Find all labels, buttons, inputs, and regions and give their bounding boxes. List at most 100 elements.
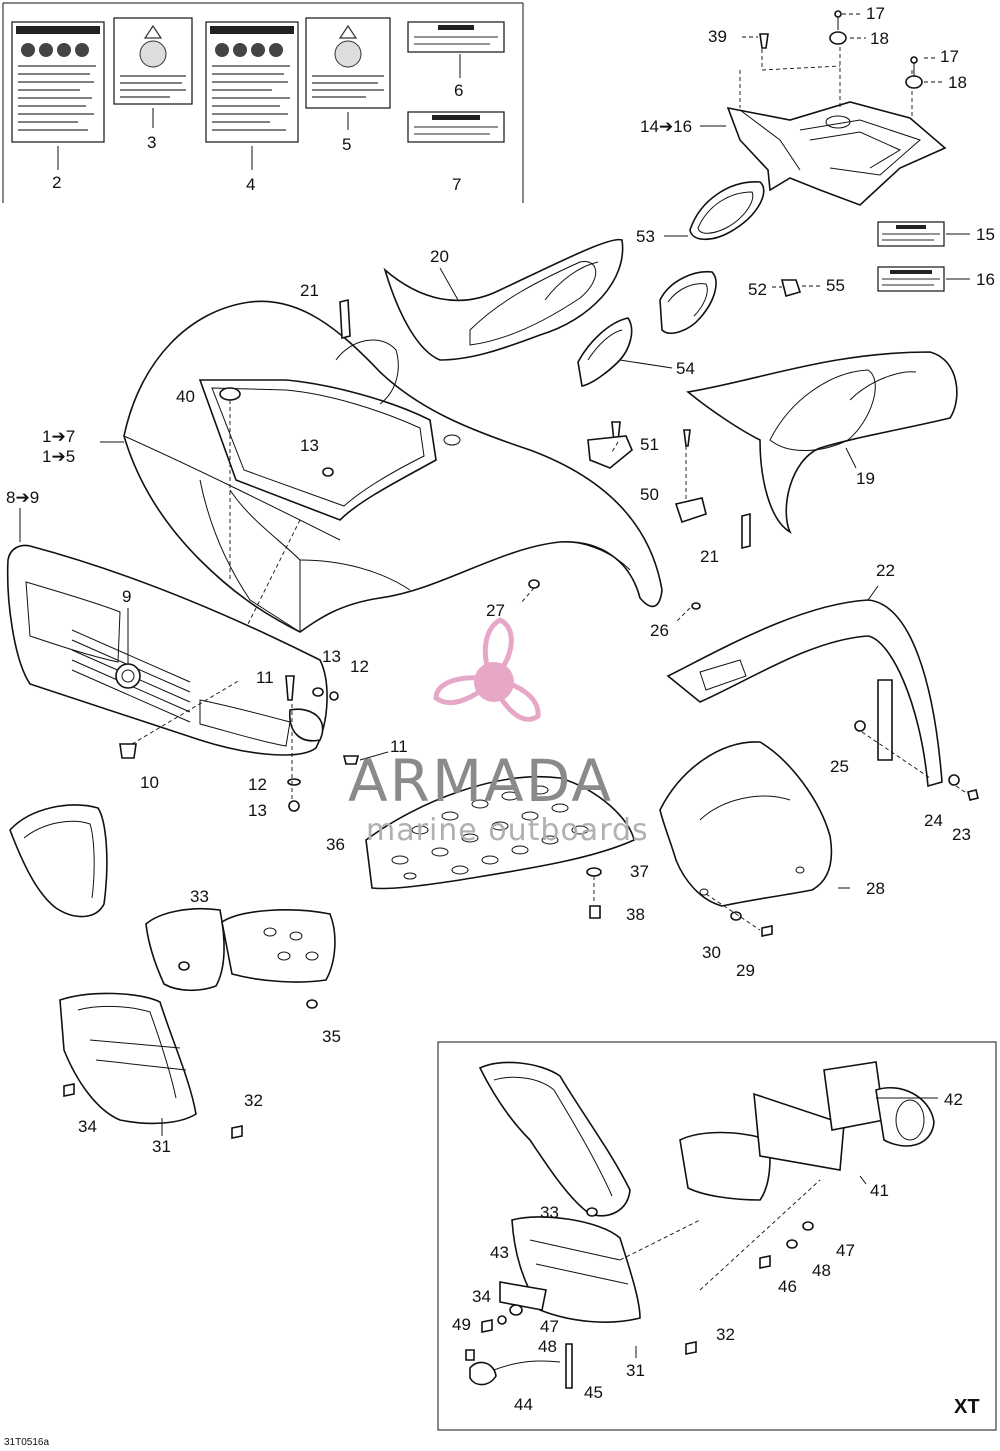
callout-19: 19 [856,469,875,488]
callout-12a: 12 [350,657,369,676]
bracket-54 [577,317,673,387]
callout-38: 38 [626,905,645,924]
callout-17a: 17 [866,4,885,23]
diagram-code-label: 31T0516a [4,1437,50,1448]
callout-34b: 34 [472,1287,491,1306]
callout-7: 7 [452,175,462,194]
side-panel-20 [383,238,624,361]
decal-15 [877,221,970,247]
decal-2 [11,21,105,170]
callout-13a: 13 [300,436,319,455]
callout-11a: 11 [256,668,274,687]
decal-4 [205,21,299,170]
callout-15: 15 [976,225,995,244]
callout-2: 2 [52,173,62,192]
decal-6 [407,21,505,78]
callout-37: 37 [630,862,649,881]
mud-flap-28 [659,741,850,937]
callout-23: 23 [952,825,971,844]
callout-31a: 31 [152,1137,171,1156]
callout-41: 41 [870,1181,889,1200]
watermark-tagline: marine outboards [366,813,649,848]
callout-43: 43 [490,1243,509,1262]
bracket-55 [659,270,822,334]
callout-55: 55 [826,276,845,295]
callout-18a: 18 [870,29,889,48]
callout-46: 46 [778,1277,797,1296]
callout-50: 50 [640,485,659,504]
callout-12b: 12 [248,775,267,794]
xt-parts [465,1061,938,1389]
callout-24: 24 [924,811,943,830]
callout-1-7: 1➔7 [42,427,76,446]
callout-27: 27 [486,601,505,620]
callout-18b: 18 [948,73,967,92]
decal-16 [877,266,970,292]
callout-14-16: 14➔16 [640,117,693,136]
callout-29: 29 [736,961,755,980]
fender-fasteners [854,720,979,801]
decal-group-frame [2,2,524,203]
callout-6: 6 [454,81,464,100]
callout-36: 36 [326,835,345,854]
callout-34a: 34 [78,1117,97,1136]
callout-42: 42 [944,1090,963,1109]
callout-33a: 33 [190,887,209,906]
callout-51: 51 [640,435,659,454]
callout-47a: 47 [836,1241,855,1260]
callout-16: 16 [976,270,995,289]
front-bumper-guard [9,804,336,1139]
watermark-logo-icon [433,617,541,722]
decal-7 [407,111,505,143]
callout-3: 3 [147,133,157,152]
callout-53: 53 [636,227,655,246]
callout-5: 5 [342,135,352,154]
callout-9: 9 [122,587,132,606]
rear-fender-22 [666,585,943,788]
callout-32b: 32 [716,1325,735,1344]
callout-28: 28 [866,879,885,898]
callout-32a: 32 [244,1091,263,1110]
callout-8-9: 8➔9 [6,488,40,507]
callout-35: 35 [322,1027,341,1046]
callout-33b: 33 [540,1203,559,1222]
front-fender-19 [686,351,958,535]
callout-48a: 48 [812,1261,831,1280]
callout-31b: 31 [626,1361,645,1380]
bumper-fasteners [119,675,389,812]
callout-54: 54 [676,359,695,378]
callout-10: 10 [140,773,159,792]
xt-inset-frame [437,1041,997,1431]
callout-21b: 21 [700,547,719,566]
callout-47b: 47 [540,1317,559,1336]
xt-frame-label: XT [954,1396,980,1418]
callout-21a: 21 [300,281,319,300]
front-body-panel [100,300,663,641]
decal-5 [305,17,391,130]
callout-1-5: 1➔5 [42,447,76,466]
callout-11b: 11 [390,737,408,756]
callout-13b: 13 [322,647,341,666]
callout-22: 22 [876,561,895,580]
watermark-brand: ARMADA [348,747,614,815]
decal-3 [113,17,193,128]
callout-45: 45 [584,1383,603,1402]
callout-52: 52 [748,280,767,299]
callout-49: 49 [452,1315,471,1334]
callout-40: 40 [176,387,195,406]
rear-tray [700,40,947,206]
callout-48b: 48 [538,1337,557,1356]
callout-25: 25 [830,757,849,776]
callout-13c: 13 [248,801,267,820]
callout-44: 44 [514,1395,533,1414]
callout-4: 4 [246,175,256,194]
callout-26: 26 [650,621,669,640]
callout-20: 20 [430,247,449,266]
tray-fasteners [742,10,942,89]
center-brackets [339,298,751,623]
footrest-plate-36 [365,775,635,919]
side-grille-53 [664,181,765,241]
callout-39: 39 [708,27,727,46]
